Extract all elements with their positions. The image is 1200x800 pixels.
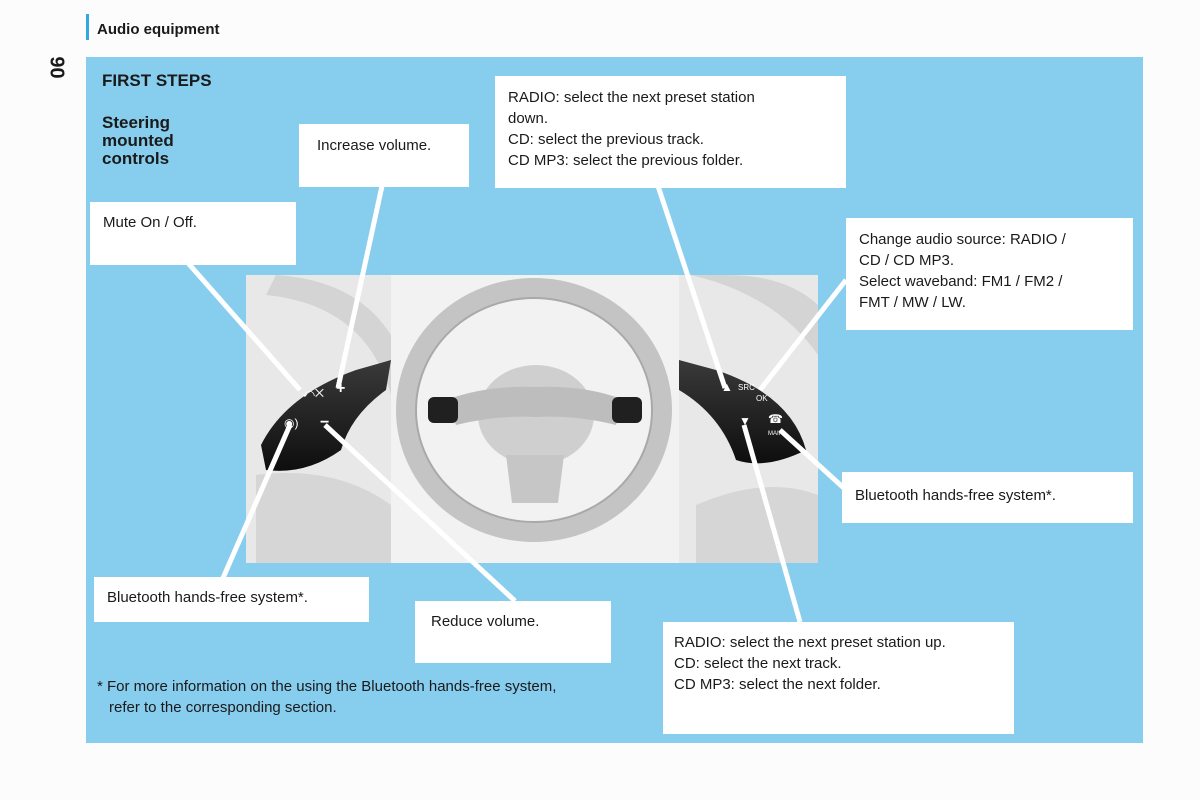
callout-mute: Mute On / Off. [90, 202, 296, 265]
callout-line: CD / CD MP3. [859, 252, 955, 269]
callout-radio-up: RADIO: select the next preset station up… [663, 622, 1014, 734]
footnote-line: refer to the corresponding section. [109, 699, 337, 716]
section-title: Audio equipment [97, 21, 220, 38]
callout-text: Increase volume. [317, 137, 432, 154]
steering-wheel-illustration: ⤺✕ + ◉) − ▲ SRC OK ▼ ☎ MAIN [246, 275, 818, 563]
callout-line: CD: select the next track. [674, 655, 842, 672]
callout-line: CD MP3: select the next folder. [674, 676, 881, 693]
panel-subheading: Steering mounted controls [102, 113, 174, 168]
page-number: 90 [45, 56, 68, 79]
up-arrow-key-icon: ▲ [721, 380, 733, 394]
plus-key-label: + [336, 380, 345, 397]
callout-audio-source: Change audio source: RADIO / CD / CD MP3… [846, 218, 1133, 330]
right-control-closeup: ▲ SRC OK ▼ ☎ MAIN [679, 275, 818, 563]
center-wheel-view [391, 275, 679, 563]
callout-text: Bluetooth hands-free system*. [855, 487, 1056, 504]
callout-line: CD: select the previous track. [508, 131, 704, 148]
callout-text: Reduce volume. [431, 613, 540, 630]
callout-bluetooth-left: Bluetooth hands-free system*. [94, 577, 369, 622]
footnote-line: * For more information on the using the … [97, 678, 557, 695]
header-accent-bar [86, 14, 89, 40]
callout-text: Bluetooth hands-free system*. [107, 589, 308, 606]
panel-heading: FIRST STEPS [102, 71, 212, 90]
callout-increase-volume: Increase volume. [299, 124, 469, 187]
ok-key-label: OK [756, 394, 768, 403]
left-control-closeup: ⤺✕ + ◉) − [246, 275, 391, 563]
phone-key-icon: ☎ [768, 412, 783, 426]
callout-radio-down: RADIO: select the next preset station do… [495, 76, 846, 188]
down-arrow-key-icon: ▼ [739, 414, 751, 428]
callout-line: Change audio source: RADIO / [859, 231, 1066, 248]
callout-bluetooth-right: Bluetooth hands-free system*. [842, 472, 1133, 523]
minus-key-label: − [320, 414, 329, 431]
voice-key-icon: ◉) [284, 416, 298, 430]
callout-line: RADIO: select the next preset station up… [674, 634, 946, 651]
main-key-label: MAIN [768, 431, 783, 437]
footnote: * For more information on the using the … [97, 676, 556, 718]
callout-line: RADIO: select the next preset station [508, 89, 755, 106]
callout-reduce-volume: Reduce volume. [415, 601, 611, 663]
callout-line: Select waveband: FM1 / FM2 / [859, 273, 1063, 290]
callout-line: FMT / MW / LW. [859, 294, 966, 311]
callout-line: down. [508, 110, 549, 127]
mute-key-icon: ⤺✕ [302, 386, 324, 400]
callout-text: Mute On / Off. [103, 214, 197, 231]
src-key-label: SRC [738, 383, 755, 392]
callout-line: CD MP3: select the previous folder. [508, 152, 744, 169]
